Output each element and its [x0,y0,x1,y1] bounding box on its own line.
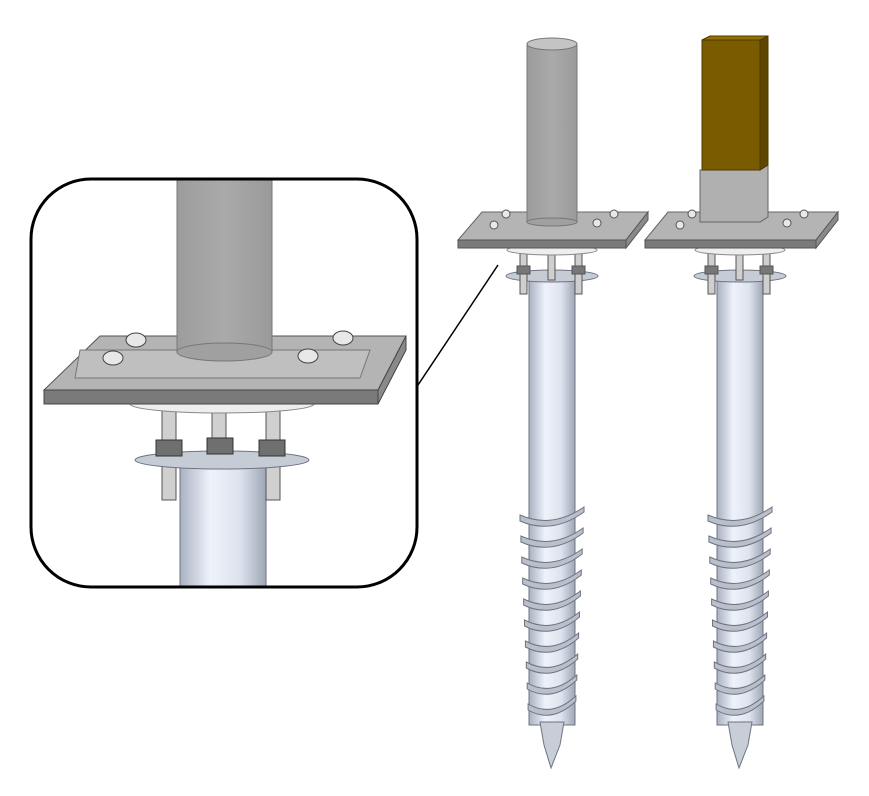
inset-border [29,177,419,589]
helix-turn [713,652,767,674]
helix-turn [715,694,765,716]
round-post [176,179,273,353]
helix-turn [709,548,771,569]
helix-turn [521,548,583,569]
ground-screw-wood-post [643,35,840,770]
helix-turn [526,673,578,695]
wood-post [701,39,761,171]
helix-turn [714,673,766,695]
helix-turn [710,568,770,590]
screw-pipe [528,279,576,726]
callout-line [417,264,499,386]
helix-turn [711,589,769,611]
helix-turn [520,527,584,548]
helix-blade [519,506,585,716]
helix-turn [525,652,579,674]
helix-blade [707,506,773,716]
helix-turn [712,631,768,653]
round-post [526,43,578,223]
detail-inset [29,177,419,589]
helix-turn [527,694,577,716]
helix-turn [522,568,582,590]
ground-screw-round-post [456,37,650,770]
helix-turn [524,610,580,632]
helix-turn [708,527,772,548]
screw-tip [727,721,753,770]
helix-turn [712,610,768,632]
screw-tip [539,721,565,770]
helix-turn [523,589,581,611]
square-post-socket [699,164,769,223]
helix-turn [524,631,580,653]
helix-turn [519,506,585,527]
helix-turn [707,506,773,527]
screw-pipe [716,279,764,726]
